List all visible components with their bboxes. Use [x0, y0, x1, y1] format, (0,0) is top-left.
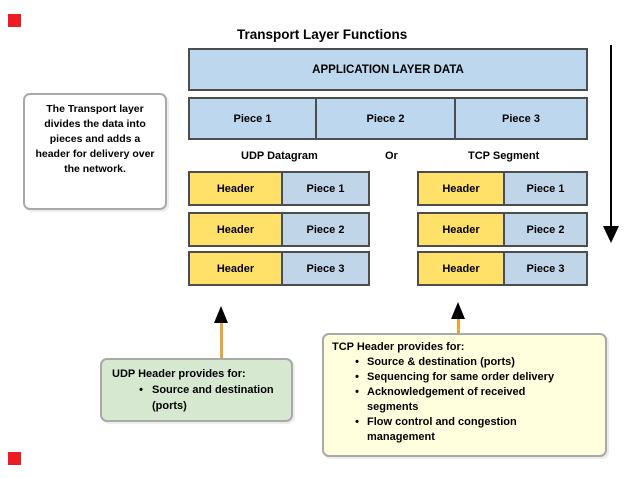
list-item: • Source & destination (ports): [332, 355, 599, 370]
down-arrow-shaft: [610, 45, 612, 228]
piece-cell: Piece 3: [505, 253, 586, 284]
list-item: • Sequencing for same order delivery: [332, 370, 599, 385]
piece-cell: Piece 1: [505, 173, 586, 204]
header-cell: Header: [419, 173, 505, 204]
udp-grid-row: Header Piece 1: [188, 171, 370, 206]
tcp-arrow-head-icon: [451, 302, 465, 319]
udp-arrow-head-icon: [214, 306, 228, 323]
bullet-text: Source & destination (ports): [367, 356, 515, 368]
bullet-text: Acknowledgement of received segments: [367, 386, 526, 413]
piece-cell: Piece 1: [233, 112, 272, 125]
page-title: Transport Layer Functions: [237, 27, 408, 42]
tcp-info-title: TCP Header provides for:: [332, 341, 465, 353]
tcp-info-box: TCP Header provides for: • Source & dest…: [322, 333, 607, 457]
application-layer-data-box: APPLICATION LAYER DATA: [188, 48, 588, 91]
header-cell: Header: [190, 214, 283, 245]
bullet-icon: •: [355, 386, 359, 398]
or-label: Or: [385, 150, 398, 162]
note-text: The Transport layer divides the data int…: [35, 103, 155, 175]
bullet-icon: •: [355, 356, 359, 368]
transport-layer-note-box: The Transport layer divides the data int…: [23, 93, 167, 210]
header-cell: Header: [190, 173, 283, 204]
udp-grid-row: Header Piece 2: [188, 212, 370, 247]
udp-arrow-shaft: [220, 322, 223, 358]
header-cell: Header: [190, 253, 283, 284]
piece-cell: Piece 1: [283, 173, 368, 204]
bullet-text: Source and destination (ports): [152, 384, 274, 412]
udp-bullet-list: • Source and destination (ports): [112, 382, 283, 414]
piece-cell: Piece 2: [505, 214, 586, 245]
tcp-grid-row: Header Piece 3: [417, 251, 588, 286]
bullet-icon: •: [355, 371, 359, 383]
header-cell: Header: [419, 214, 505, 245]
application-layer-data-label: APPLICATION LAYER DATA: [312, 63, 464, 76]
down-arrow-head-icon: [603, 226, 619, 243]
list-item: • Flow control and congestion management: [332, 415, 599, 445]
bullet-text: Flow control and congestion management: [367, 416, 517, 443]
piece-cell: Piece 2: [283, 214, 368, 245]
udp-datagram-label: UDP Datagram: [241, 150, 318, 162]
red-corner-marker-bottom: [8, 452, 21, 465]
list-item: • Acknowledgement of received segments: [332, 385, 599, 415]
tcp-arrow-shaft: [457, 318, 460, 333]
bullet-text: Sequencing for same order delivery: [367, 371, 555, 383]
tcp-grid-row: Header Piece 2: [417, 212, 588, 247]
piece-cell: Piece 2: [315, 99, 454, 138]
tcp-segment-label: TCP Segment: [468, 150, 540, 162]
piece-cell: Piece 3: [283, 253, 368, 284]
tcp-bullet-list: • Source & destination (ports) • Sequenc…: [332, 355, 599, 445]
header-cell: Header: [419, 253, 505, 284]
pieces-row: Piece 1 Piece 2 Piece 3: [188, 97, 588, 140]
bullet-icon: •: [139, 384, 143, 396]
udp-info-title: UDP Header provides for:: [112, 368, 246, 380]
bullet-icon: •: [355, 416, 359, 428]
udp-info-box: UDP Header provides for: • Source and de…: [100, 358, 293, 422]
piece-cell: Piece 3: [454, 99, 586, 138]
red-corner-marker-top: [8, 14, 21, 27]
list-item: • Source and destination (ports): [112, 382, 283, 414]
udp-grid-row: Header Piece 3: [188, 251, 370, 286]
tcp-grid-row: Header Piece 1: [417, 171, 588, 206]
